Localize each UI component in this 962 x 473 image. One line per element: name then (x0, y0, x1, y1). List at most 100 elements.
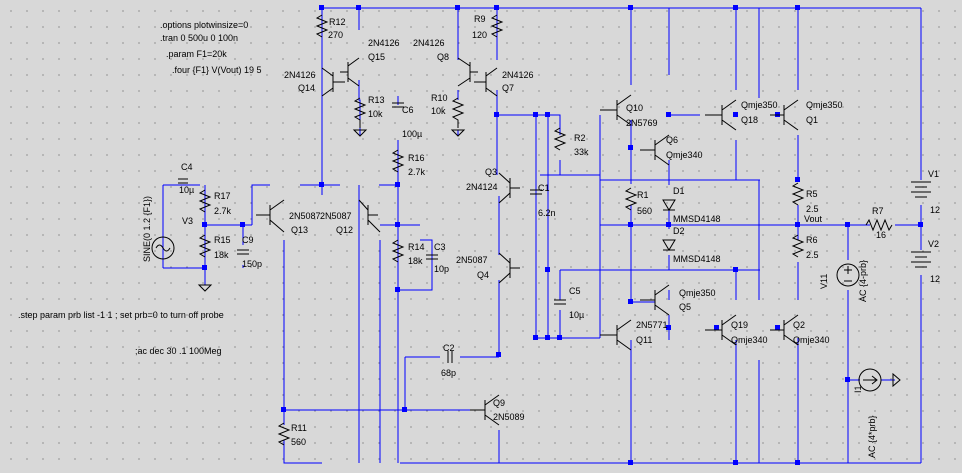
diode-d2 (662, 239, 676, 251)
resistor-r15 (198, 234, 212, 258)
label-r14: R14 (408, 242, 425, 252)
label-r12v: 270 (328, 30, 343, 40)
label-q13: Q13 (291, 225, 308, 235)
capacitor-c9 (237, 249, 249, 255)
transistor-q2 (770, 314, 799, 346)
label-r7v: 16 (876, 230, 886, 240)
resistor-r5 (791, 182, 805, 206)
label-v1v: 12 (930, 205, 940, 215)
label-r16v: 2.7k (408, 167, 426, 177)
label-r9: R9 (474, 14, 486, 24)
label-q15: Q15 (368, 52, 385, 62)
component-labels: R122702N4126Q152N4126Q14R1310k2N4126Q8R9… (179, 14, 940, 447)
transistor-q6 (640, 134, 670, 166)
transistor-q15 (340, 57, 360, 87)
label-r12: R12 (329, 17, 346, 27)
label-v11src: AC {4-prb} (858, 260, 868, 302)
label-c6: C6 (402, 105, 414, 115)
label-c1: C1 (538, 183, 550, 193)
capacitor-c4 (178, 178, 188, 184)
resistor-r6 (791, 234, 805, 258)
label-vout: Vout (804, 214, 823, 224)
resistor-r16 (391, 149, 405, 173)
label-d1: D1 (673, 186, 685, 196)
label-q6t: Qmje340 (666, 150, 703, 160)
label-r9v: 120 (472, 30, 487, 40)
label-d2: .tran 0 500u 0 100n (160, 33, 238, 43)
label-r5v: 2.5 (806, 204, 819, 214)
label-q11: Q11 (636, 335, 652, 345)
label-d6: ;ac dec 30 .1 100Meg (135, 346, 222, 356)
label-q14t: 2N4126 (284, 70, 316, 80)
label-c9: C9 (242, 235, 254, 245)
label-v2v: 12 (930, 274, 940, 284)
label-c3: C3 (434, 242, 446, 252)
label-r11: R11 (291, 423, 307, 433)
label-q1: Q1 (806, 115, 818, 125)
label-r7: R7 (872, 206, 884, 216)
label-v2: V2 (928, 239, 939, 249)
ground-symbol (450, 129, 466, 137)
diodes (662, 199, 676, 251)
resistor-r11 (277, 422, 291, 446)
label-q5t: Qmje350 (679, 288, 716, 298)
label-q15t: 2N4126 (368, 38, 400, 48)
label-q6: Q6 (666, 135, 678, 145)
resistor-r9 (490, 14, 504, 38)
label-q19: Q19 (731, 320, 748, 330)
label-d3: .param F1=20k (166, 49, 227, 59)
capacitor-c2 (447, 351, 453, 363)
transistor-q13 (256, 199, 285, 233)
label-q12: Q12 (336, 225, 353, 235)
resistor-r17 (198, 189, 212, 213)
label-q4t: 2N5087 (456, 255, 488, 265)
label-c5v: 10µ (569, 310, 584, 320)
transistor-q4 (498, 252, 520, 284)
label-q11t: 2N5771 (636, 320, 668, 330)
label-r13v: 10k (368, 109, 383, 119)
wires (162, 7, 922, 464)
label-v1: V1 (928, 169, 939, 179)
grounds (197, 129, 901, 388)
resistor-r7 (865, 218, 893, 232)
label-r2: R2 (574, 133, 586, 143)
label-c2v: 68p (441, 368, 456, 378)
label-r6: R6 (806, 235, 818, 245)
label-i1src: AC {4*prb} (867, 415, 877, 458)
ac-source-v11 (836, 263, 860, 287)
label-r15: R15 (214, 235, 231, 245)
label-r17: R17 (214, 191, 231, 201)
label-q18t: Qmje350 (741, 100, 778, 110)
resistor-r14 (391, 239, 405, 263)
transistor-q18 (705, 99, 737, 131)
label-c5: C5 (569, 286, 581, 296)
label-i1: I1 (853, 385, 863, 393)
label-d2t: MMSD4148 (673, 254, 721, 264)
transistor-q14 (321, 67, 345, 97)
diode-d1 (662, 199, 676, 211)
transistor-q3 (498, 172, 520, 204)
label-r15v: 18k (214, 250, 229, 260)
label-r13: R13 (368, 95, 385, 105)
transistor-q9 (470, 394, 500, 426)
label-r17v: 2.7k (214, 206, 232, 216)
label-r1: R1 (637, 190, 649, 200)
label-d5: .step param prb list -1 1 ; set prb=0 to… (18, 310, 224, 320)
capacitor-c3 (426, 254, 438, 260)
label-c4v: 10µ (179, 185, 194, 195)
label-d2: D2 (673, 226, 685, 236)
label-r1v: 560 (637, 206, 652, 216)
label-q2: Q2 (793, 320, 805, 330)
label-q1t: Qmje350 (806, 100, 843, 110)
label-q7: Q7 (502, 83, 514, 93)
transistor-q19 (705, 314, 737, 346)
transistor-q8 (457, 57, 478, 87)
label-r10: R10 (431, 93, 448, 103)
label-q18: Q18 (741, 115, 758, 125)
label-c2: C2 (443, 343, 455, 353)
current-source-i1 (858, 368, 882, 392)
label-c6v: 100µ (402, 129, 422, 139)
capacitor-c5 (554, 299, 566, 305)
